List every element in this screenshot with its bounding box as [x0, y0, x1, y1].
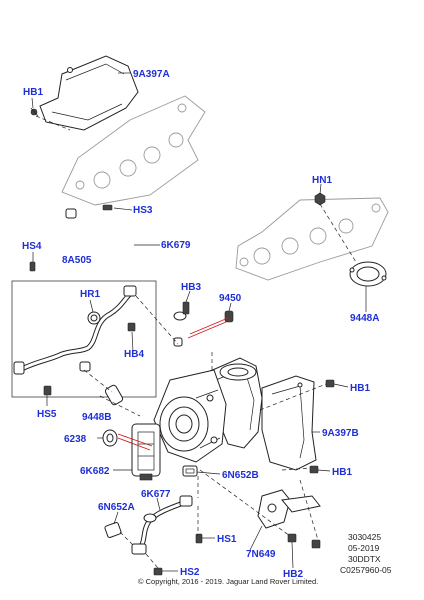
reference-number: 3030425 [348, 532, 381, 542]
label-6238: 6238 [64, 434, 87, 445]
nut-hn1 [314, 192, 326, 206]
heat-shield-9a397b [261, 375, 317, 471]
oil-return-pipe-8a505 [13, 285, 137, 375]
copyright-notice: © Copyright, 2016 - 2019. Jaguar Land Ro… [138, 577, 318, 586]
gasket-6n652b [182, 465, 198, 477]
label-hb1-lower: HB1 [332, 467, 352, 478]
label-6k679: 6K679 [161, 240, 191, 251]
bolt-hb1-right [325, 379, 335, 388]
label-9a397b: 9A397B [322, 428, 359, 439]
label-6n652b: 6N652B [222, 470, 259, 481]
turbocharger-assembly [131, 357, 263, 481]
part-labels: HB1 9A397A HS3 6K679 HN1 HS4 8A505 HR1 H… [22, 69, 379, 580]
bolt-hb1-lower [309, 465, 319, 474]
bolt-hs2 [153, 567, 163, 576]
label-8a505: 8A505 [62, 255, 92, 266]
seal-9450 [224, 310, 234, 323]
label-hb1-right: HB1 [350, 383, 370, 394]
label-9448b: 9448B [82, 412, 111, 423]
leader-lines [31, 72, 367, 572]
bolt-hs1 [195, 533, 203, 544]
label-9a397a-top: 9A397A [133, 69, 170, 80]
gasket-9448a [349, 261, 387, 287]
heat-shield-9a397a [39, 55, 139, 131]
gasket-9448b [104, 384, 124, 406]
gasket-6n652a [104, 522, 122, 538]
clamp-6238 [102, 429, 118, 447]
label-hn1: HN1 [312, 175, 332, 186]
label-hb2: HB2 [283, 569, 303, 580]
bolt-hb4 [127, 322, 136, 332]
banjo-bolt-hb3 [182, 301, 190, 315]
label-9448a: 9448A [350, 313, 379, 324]
label-hs3: HS3 [133, 205, 153, 216]
bracket-7n649 [257, 489, 321, 529]
label-hs4: HS4 [22, 241, 42, 252]
bolt-hs3 [102, 204, 113, 211]
reference-illustration-id: C0257960-05 [340, 565, 392, 575]
label-hr1: HR1 [80, 289, 100, 300]
label-9450: 9450 [219, 293, 242, 304]
label-hb1-top: HB1 [23, 87, 43, 98]
bolt-hs5 [43, 385, 52, 396]
exhaust-manifold-gasket-left [61, 95, 206, 206]
reference-date: 05-2019 [348, 543, 379, 553]
bolt-hs4 [29, 261, 36, 272]
bolt-hb1-top [30, 107, 39, 117]
label-hb3: HB3 [181, 282, 201, 293]
label-hb4: HB4 [124, 349, 144, 360]
label-hs5: HS5 [37, 409, 57, 420]
label-6n652a: 6N652A [98, 502, 135, 513]
oil-return-kit-box-8a505 [11, 280, 157, 398]
exhaust-manifold-gasket-right [235, 197, 389, 281]
label-hs1: HS1 [217, 534, 237, 545]
reference-engine-code: 30DDTX [348, 554, 381, 564]
label-6k682: 6K682 [80, 466, 110, 477]
oil-feed-pipe-6k679 [65, 208, 187, 347]
pipe-6k677 [131, 495, 193, 555]
bolt-hb2 [287, 533, 321, 549]
label-7n649: 7N649 [246, 549, 276, 560]
label-6k677: 6K677 [141, 489, 171, 500]
reference-block: 3030425 05-2019 30DDTX C0257960-05 [340, 532, 392, 575]
label-hs2: HS2 [180, 567, 200, 578]
